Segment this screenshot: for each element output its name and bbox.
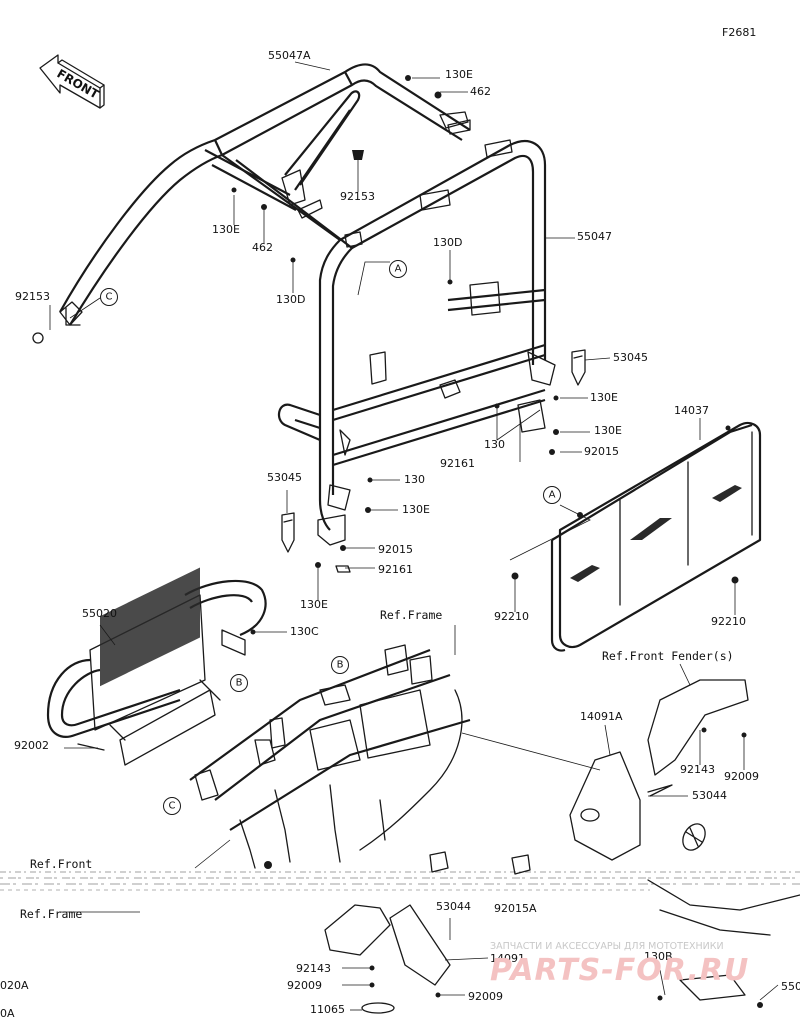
part-label: 462 [252,241,273,254]
callout-circle [163,797,181,815]
part-label: 11065 [310,1003,345,1016]
latch-53045-left [281,512,295,553]
watermark-tagline: ЗАПЧАСТИ И АКСЕССУАРЫ ДЛЯ МОТОТЕХНИКИ [490,941,724,952]
vehicle-frame [189,644,471,869]
front-bumper-55020 [46,567,267,766]
callout-marker: B [230,674,248,692]
part-label: 92161 [378,563,413,576]
bumper-mesh [100,567,200,687]
part-label: 55020 [82,607,117,620]
callout-circle [543,486,561,504]
fastener-markers [32,75,763,1008]
part-label: 130E [212,223,240,236]
leader-lines [49,61,779,1011]
part-label: 92015 [584,445,619,458]
part-labels: 55047A 130E 462 92153 130E 462 130D 55047 130D 92… [0,49,800,1020]
part-label: 130E [402,503,430,516]
part-label: 92153 [340,190,375,203]
part-label: 53045 [613,351,648,364]
part-label: 130D [276,293,305,306]
watermark: ЗАПЧАСТИ И АКСЕССУАРЫ ДЛЯ МОТОТЕХНИКИ PA… [490,941,749,988]
part-label: 92015 [378,543,413,556]
part-label: 92143 [680,763,715,776]
part-label: 92210 [494,610,529,623]
reference-label: Ref.Frame [380,608,442,622]
reference-label: Ref.Front Fender(s) [602,649,734,663]
watermark-brand: PARTS-FOR.RU [490,953,749,988]
part-label: 130E [590,391,618,404]
part-label: 130C [290,625,319,638]
callout-marker: C [100,288,118,306]
part-label: 130B [644,950,673,963]
part-label: 462 [470,85,491,98]
roll-cage-top [59,63,471,326]
callout-circle [389,260,407,278]
part-label: 14037 [674,404,709,417]
callout-marker: C [163,797,181,815]
fender-panel-14091a [569,679,749,861]
callout-letter: B [236,678,243,689]
part-label: 53044 [692,789,727,802]
part-label: 55047A [268,49,311,62]
callout-circle [230,674,248,692]
part-label: 130 [484,438,505,451]
part-label: 550 [781,980,800,993]
part-label: 130 [404,473,425,486]
part-label: 130D [433,236,462,249]
part-label: 92002 [14,739,49,752]
front-arrow-icon: FRONT [39,54,105,109]
figure-id: F2681 [722,26,756,39]
fender-panel-14091 [324,851,800,1014]
scan-noise [0,871,800,891]
callout-circle [331,656,349,674]
part-label: 130E [300,598,328,611]
net-mesh [630,518,672,540]
part-label: 92210 [711,615,746,628]
callout-circle [100,288,118,306]
part-label: 130E [445,68,473,81]
callout-marker: B [331,656,349,674]
callout-marker: A [389,260,407,278]
callout-letter: A [395,264,402,275]
part-label: 92009 [724,770,759,783]
part-label: 92015A [494,902,537,915]
part-label: 92153 [15,290,50,303]
part-label: 92143 [296,962,331,975]
latch-53045-right [571,349,586,386]
part-label: 53045 [267,471,302,484]
callout-letter: C [106,292,113,303]
callout-markers: A C A B B C [100,260,561,815]
callout-letter: A [549,490,556,501]
callout-letter: B [337,660,344,671]
callout-marker: A [543,486,561,504]
net-panel-14037 [550,421,762,652]
part-label: 53044 [436,900,471,913]
part-label: 14091 [490,952,525,965]
part-label: 92009 [287,979,322,992]
part-label: 92161 [440,457,475,470]
part-label: 0A [0,1007,15,1020]
part-label: 14091A [580,710,623,723]
part-label: 92009 [468,990,503,1003]
part-label: 130E [594,424,622,437]
reference-label: Ref.Front [30,857,92,871]
callout-letter: C [169,801,176,812]
reference-label: Ref.Frame [20,907,82,921]
part-label: 020A [0,979,29,992]
part-label: 55047 [577,230,612,243]
roll-cage-main [221,139,556,546]
